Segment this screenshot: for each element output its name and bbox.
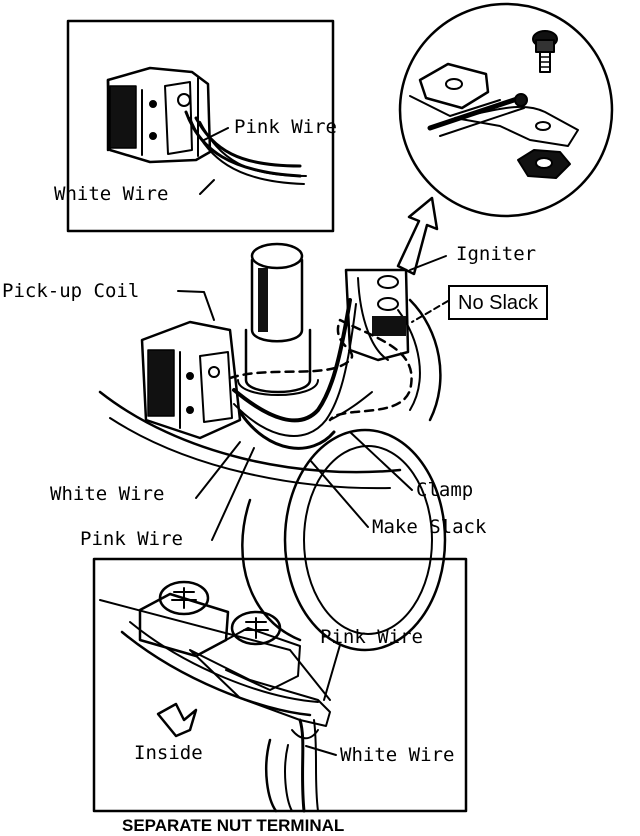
label-igniter: Igniter [456, 243, 537, 265]
main-leaders [177, 255, 449, 541]
inset-circle-parts [409, 30, 579, 179]
label-top-white-wire: White Wire [54, 183, 169, 205]
label-make-slack: Make Slack [372, 516, 487, 538]
pickup-coil-body [140, 320, 242, 440]
label-bottom-white-wire: White Wire [340, 744, 455, 766]
label-main-pink-wire: Pink Wire [80, 528, 183, 550]
label-inside: Inside [134, 742, 203, 764]
inset-top-left-wires [184, 110, 307, 195]
label-top-pink-wire: Pink Wire [234, 116, 337, 138]
rotor-shaft [237, 242, 319, 396]
main-housing [98, 298, 447, 652]
inset-bottom-leaders [305, 644, 341, 756]
routing-dashed-line [228, 318, 413, 422]
label-no-slack: No Slack [448, 285, 549, 320]
inset-circle-frame [398, 2, 614, 218]
caption-separate-nut-terminal: SEPARATE NUT TERMINAL [122, 816, 345, 835]
inset-top-left-connector [106, 66, 212, 164]
direction-arrow [396, 196, 439, 276]
main-wires [232, 277, 389, 450]
inset-bottom-frame [92, 557, 468, 813]
igniter-module [344, 268, 410, 362]
label-pickup-coil: Pick-up Coil [2, 280, 140, 302]
inset-top-left-frame [66, 19, 335, 233]
label-clamp: Clamp [416, 479, 474, 501]
label-bottom-pink-wire: Pink Wire [320, 626, 423, 648]
inset-bottom-parts [99, 580, 331, 813]
label-main-white-wire: White Wire [50, 483, 165, 505]
